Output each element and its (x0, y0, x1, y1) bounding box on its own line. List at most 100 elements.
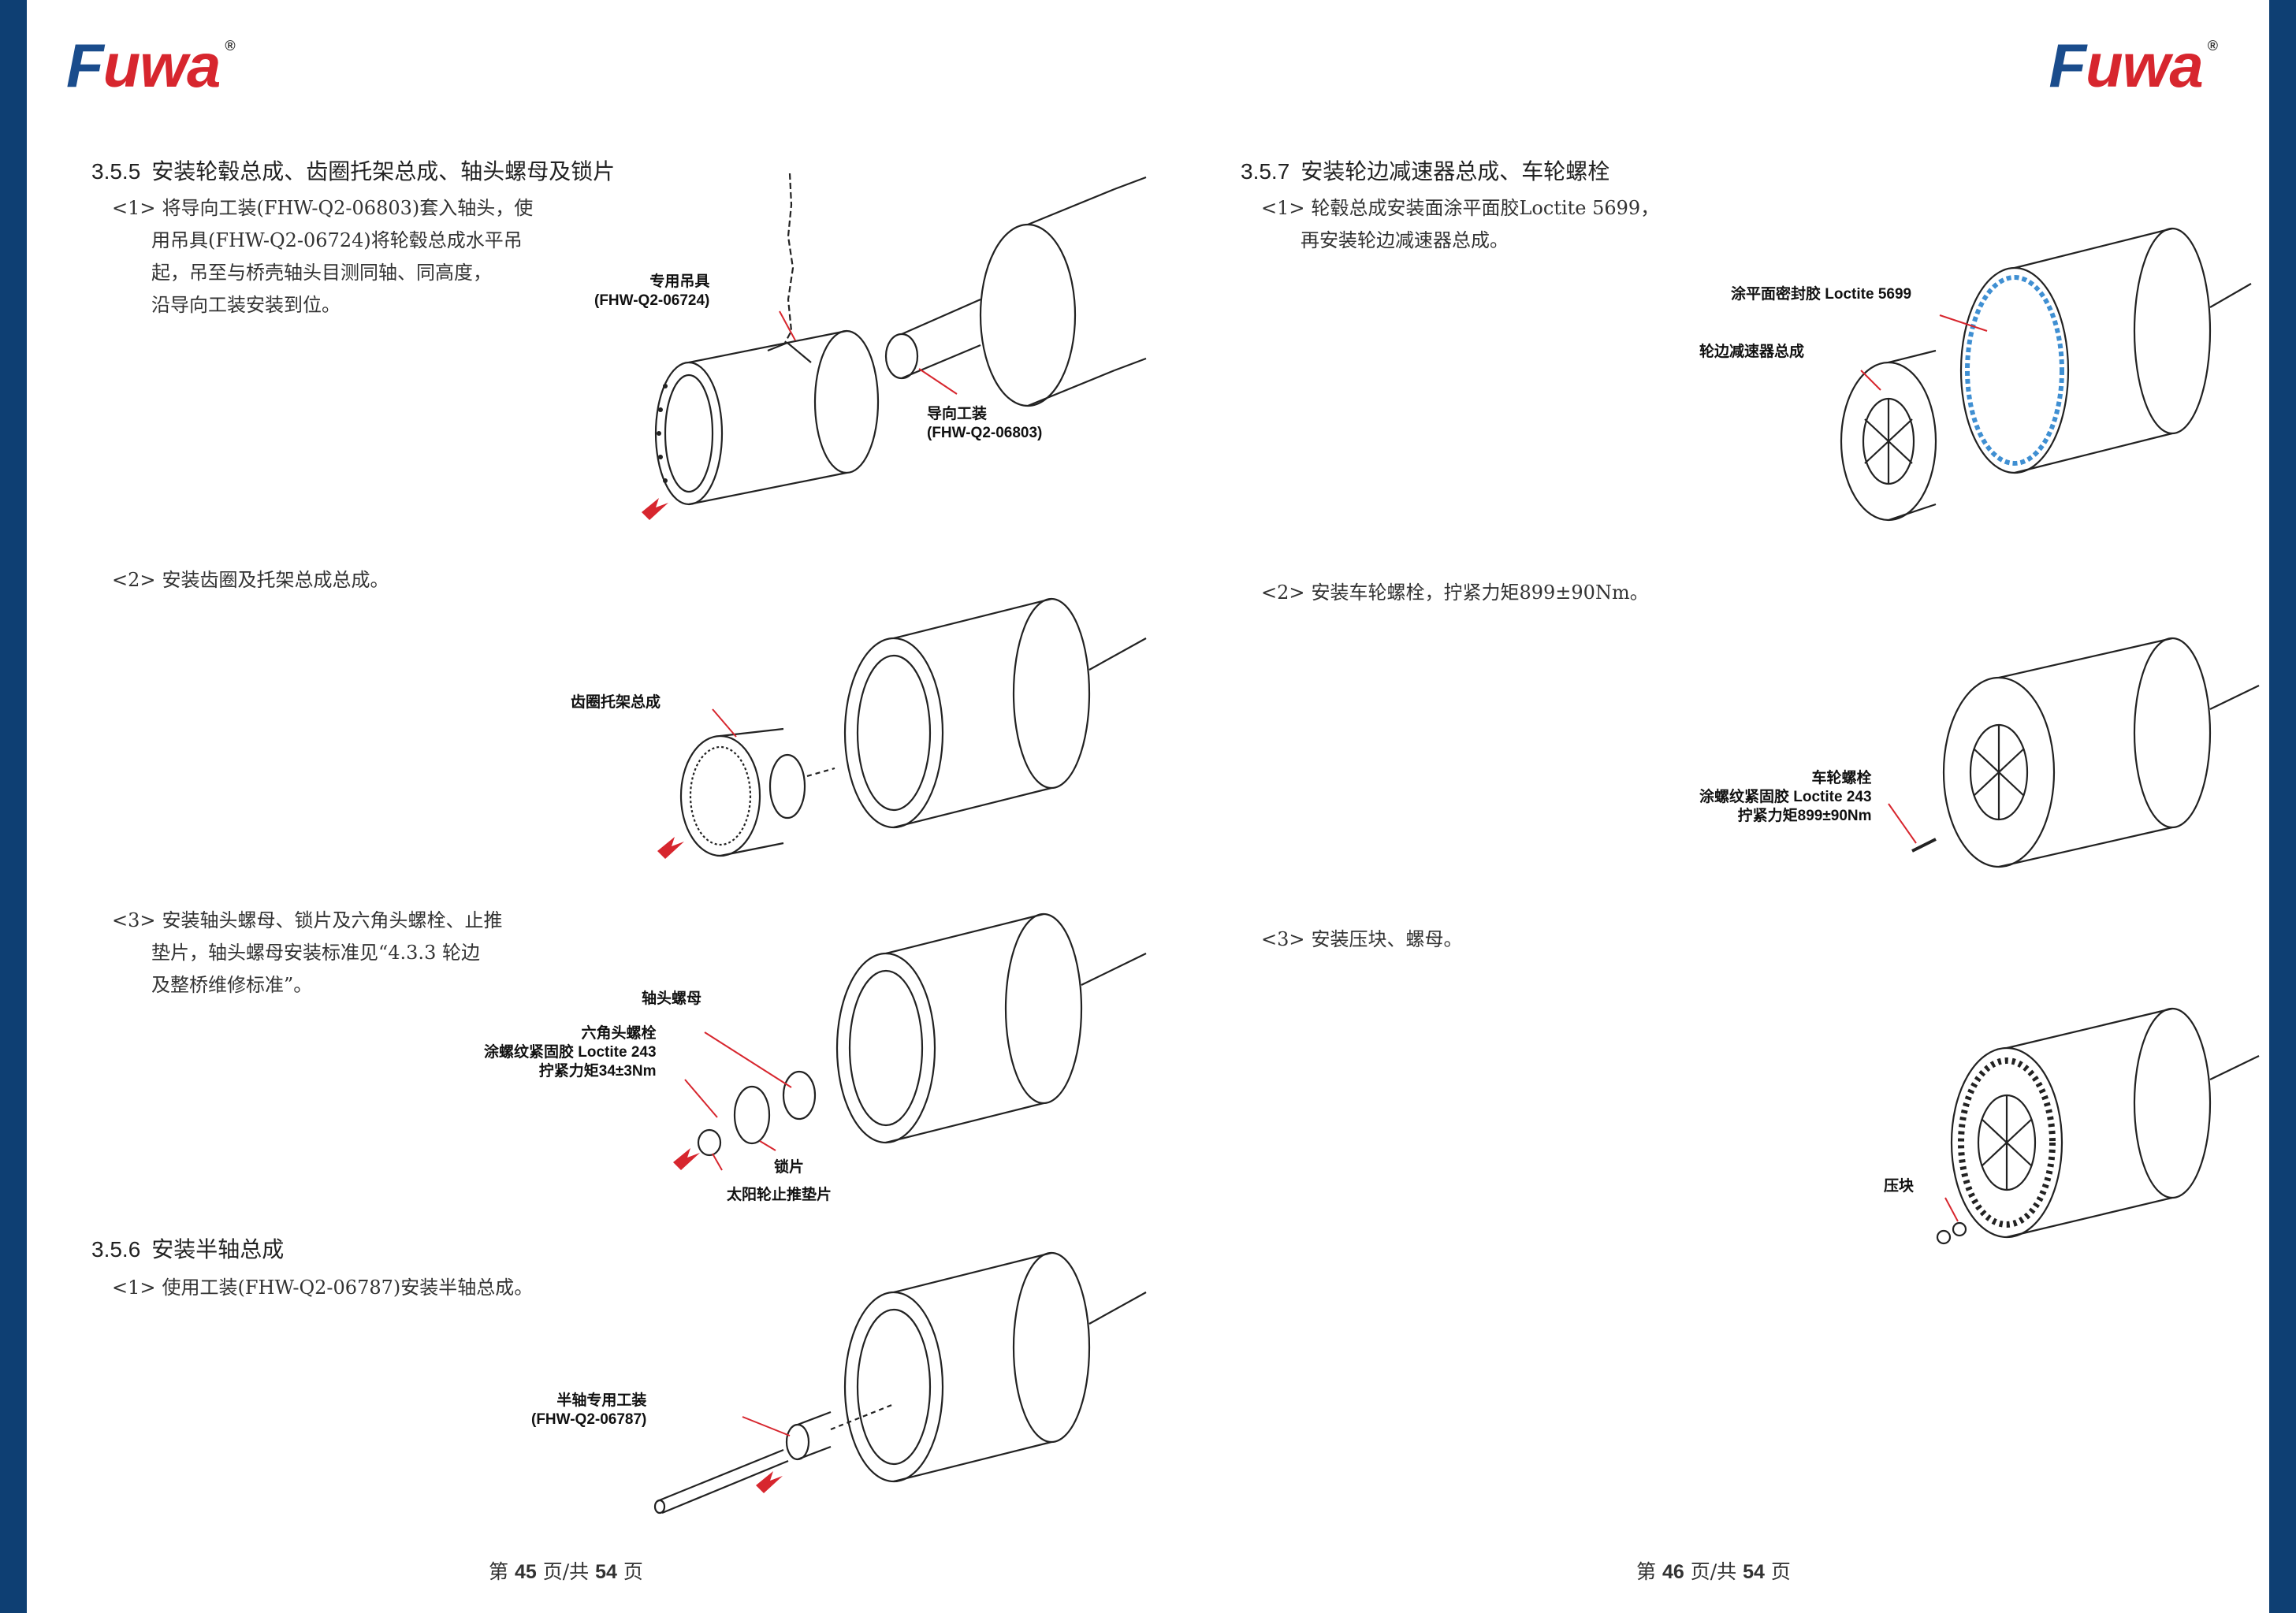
insert-direction-arrow (657, 837, 684, 859)
label-line: 拧紧力矩899±90Nm (1737, 808, 1872, 824)
left-edge-bar (0, 0, 27, 1613)
half-shaft-tool-collar (785, 1423, 810, 1461)
hub-body-outline (1998, 637, 2173, 868)
hub-body-outline (688, 329, 847, 506)
insert-direction-arrow (756, 1471, 783, 1493)
section-number: 3.5.6 (91, 1237, 141, 1262)
leader-line (684, 1079, 718, 1118)
section-heading: 安装轮毂总成、齿圈托架总成、轴头螺母及锁片 (151, 158, 616, 184)
footer-page-number: 46 (1662, 1561, 1684, 1583)
axle-tube (1088, 1292, 1147, 1325)
hub-rear-ring (1012, 1251, 1091, 1444)
step-line: 安装轴头螺母、锁片及六角头螺栓、止推 (162, 909, 503, 931)
step-line: 安装齿圈及托架总成总成。 (162, 569, 389, 591)
fuwa-logo: Fuwa® (2049, 30, 2218, 102)
label-sealant: 涂平面密封胶 Loctite 5699 (1731, 286, 1912, 303)
figure-half-shaft (653, 1251, 1147, 1515)
label-line: 导向工装 (927, 406, 988, 422)
step-tag: <2> (112, 569, 156, 591)
hub-front-ring (835, 952, 936, 1144)
footer-page-number: 45 (514, 1561, 537, 1583)
section-heading: 安装轮边减速器总成、车轮螺栓 (1301, 158, 1610, 184)
label-sun-thrust-washer: 太阳轮止推垫片 (727, 1187, 832, 1203)
figure-axle-nut (673, 912, 1147, 1171)
reducer-spokes (1973, 725, 2025, 820)
guide-tool-tip (884, 333, 919, 380)
step-line: 及整桥维修标准”。 (151, 974, 313, 996)
step-tag: <3> (112, 909, 156, 931)
leader-line (712, 708, 737, 738)
bolt-hole (658, 407, 663, 412)
leader-line (712, 1153, 723, 1171)
logo-letter-f: F (2049, 31, 2086, 100)
section-heading: 安装半轴总成 (151, 1236, 285, 1262)
reducer-spokes (1864, 399, 1913, 484)
label-line: 拧紧力矩34±3Nm (538, 1063, 657, 1080)
hub-rear-ring (1004, 912, 1083, 1105)
hub-front-ring (843, 1291, 944, 1483)
label-lifting-tool: 专用吊具 (FHW-Q2-06724) (594, 273, 709, 310)
label-line: 涂螺纹紧固胶 Loctite 243 (484, 1044, 657, 1061)
hub-inner-ring (848, 969, 924, 1127)
leader-line (742, 1416, 791, 1436)
leader-line (1888, 803, 1917, 844)
axle-nut (782, 1070, 817, 1121)
bolt-hole (657, 431, 661, 436)
hub-body-outline (893, 1251, 1052, 1483)
axle-tube (2209, 685, 2260, 710)
label-hub-reducer: 轮边减速器总成 (1699, 344, 1805, 360)
axle-tube (1088, 637, 1147, 671)
nut (1936, 1229, 1952, 1245)
hub-inner-ring (856, 1308, 932, 1466)
ring-gear-front (679, 734, 761, 857)
leader-line (759, 1140, 776, 1151)
pressure-block-part (1952, 1221, 1967, 1237)
leader-line (704, 1031, 792, 1088)
footer-suffix: 页 (1770, 1560, 1791, 1583)
hub-rear-ring (813, 329, 880, 474)
step-357-2: <2>安装车轮螺栓，拧紧力矩899±90Nm。 (1261, 577, 1649, 609)
step-tag: <2> (1261, 582, 1305, 604)
fuwa-logo: Fuwa® (66, 30, 236, 102)
logo-text-rest: uwa (2086, 31, 2204, 100)
footer-prefix: 第 (1636, 1560, 1657, 1583)
label-line: 半轴专用工装 (556, 1392, 647, 1409)
label-hex-bolt: 六角头螺栓 涂螺纹紧固胶 Loctite 243 拧紧力矩34±3Nm (484, 1024, 657, 1081)
footer-suffix: 页 (623, 1560, 643, 1583)
label-axle-nut: 轴头螺母 (642, 990, 702, 1007)
guide-tool-body (901, 298, 981, 380)
label-line: (FHW-Q2-06803) (927, 425, 1043, 441)
sealant-ring (1965, 275, 2064, 466)
hub-rear-ring (1012, 597, 1091, 790)
leader-line (779, 310, 796, 341)
label-line: 车轮螺栓 (1811, 770, 1872, 786)
step-line: 安装压块、螺母。 (1311, 928, 1463, 950)
right-edge-bar (2269, 0, 2296, 1613)
axis-line (830, 1403, 895, 1431)
label-line: 专用吊具 (649, 273, 710, 290)
leader-line (1939, 314, 1988, 332)
step-355-3: <3>安装轴头螺母、锁片及六角头螺栓、止推 垫片，轴头螺母安装标准见“4.3.3… (112, 905, 503, 1002)
ring-gear-teeth (689, 745, 752, 846)
insert-direction-arrow (673, 1148, 700, 1170)
label-lock-plate: 锁片 (774, 1159, 805, 1176)
hub-body-outline (2014, 227, 2173, 474)
step-line: 将导向工装(FHW-Q2-06803)套入轴头，使 (162, 197, 534, 219)
page-footer-45: 第 45 页/共 54 页 (489, 1556, 643, 1585)
label-pressure-block: 压块 (1884, 1178, 1915, 1195)
label-line: (FHW-Q2-06724) (594, 292, 710, 309)
thrust-washer (697, 1128, 722, 1157)
label-line: 涂螺纹紧固胶 Loctite 243 (1699, 789, 1872, 805)
step-line: 沿导向工装安装到位。 (151, 294, 340, 316)
logo-letter-f: F (66, 31, 104, 100)
footer-mid: 页/共 (1690, 1560, 1737, 1583)
half-shaft-rod (657, 1448, 789, 1515)
half-shaft-tool-body (797, 1410, 832, 1461)
hub-front-ring (1959, 266, 2070, 474)
axle-housing-tube (1114, 176, 1147, 372)
hub-rear-ring (2133, 227, 2212, 435)
half-shaft-end (653, 1499, 666, 1515)
